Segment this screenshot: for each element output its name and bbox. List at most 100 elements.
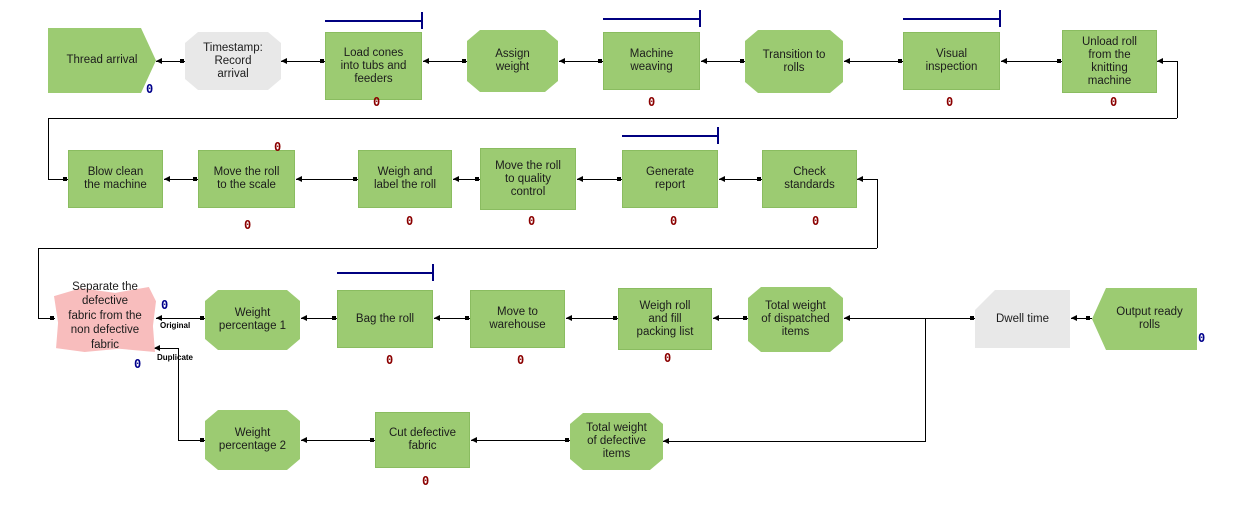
- connector-endpoint: [200, 438, 204, 442]
- connector-line: [719, 179, 762, 180]
- shape-move-roll-scale[interactable]: Move the roll to the scale: [198, 150, 295, 208]
- counter-thread-arrival: 0: [146, 82, 154, 96]
- connector-line: [844, 61, 903, 62]
- counter-generate-report: 0: [670, 214, 678, 228]
- shape-weigh-roll-packing[interactable]: Weigh roll and fill packing list: [618, 288, 712, 350]
- counter-output-ready: 0: [1198, 331, 1206, 345]
- connector-line: [38, 248, 877, 249]
- shape-machine-weaving[interactable]: Machine weaving: [603, 32, 700, 90]
- connector-line: [1071, 318, 1092, 319]
- counter-move-warehouse: 0: [517, 353, 525, 367]
- connector-endpoint: [465, 316, 469, 320]
- counter-bag-roll: 0: [386, 353, 394, 367]
- shape-weight-percentage-1[interactable]: Weight percentage 1: [205, 290, 300, 350]
- connector-endpoint: [50, 316, 54, 320]
- node-label: Weight percentage 1: [218, 307, 287, 332]
- shape-total-defective[interactable]: Total weight of defective items: [570, 413, 663, 470]
- shape-timestamp-record-arrival[interactable]: Timestamp: Record arrival: [185, 32, 281, 90]
- connector-endpoint: [598, 59, 602, 63]
- node-label: Dwell time: [995, 312, 1050, 325]
- node-label: Weight percentage 2: [218, 427, 287, 452]
- node-label: Move to warehouse: [489, 306, 546, 331]
- connector-line: [1157, 61, 1177, 62]
- connector-endpoint: [370, 438, 374, 442]
- connector-line: [877, 179, 878, 248]
- shape-unload-roll[interactable]: Unload roll from the knitting machine: [1062, 30, 1157, 93]
- shape-generate-report[interactable]: Generate report: [622, 150, 718, 208]
- shape-transition-to-rolls[interactable]: Transition to rolls: [745, 30, 843, 93]
- timer-line: [325, 20, 423, 22]
- node-label: Unload roll from the knitting machine: [1082, 35, 1137, 87]
- connector-endpoint: [1086, 316, 1090, 320]
- connector-endpoint: [898, 59, 902, 63]
- connector-line: [301, 318, 337, 319]
- connector-endpoint: [475, 177, 479, 181]
- connector-arrowhead: [156, 58, 162, 64]
- connector-arrowhead: [423, 58, 429, 64]
- shape-output-ready[interactable]: Output ready rolls: [1092, 288, 1197, 350]
- connector-line: [178, 348, 179, 440]
- counter-weigh-roll-packing: 0: [664, 351, 672, 365]
- shape-load-cones[interactable]: Load cones into tubs and feeders: [325, 32, 422, 100]
- timer-line: [903, 18, 1001, 20]
- connector-arrowhead: [1157, 58, 1163, 64]
- node-label: Weigh and label the roll: [373, 166, 436, 191]
- connector-line: [38, 248, 39, 318]
- node-label: Load cones into tubs and feeders: [340, 46, 407, 85]
- timer-line: [603, 18, 701, 20]
- shape-total-dispatched[interactable]: Total weight of dispatched items: [748, 287, 843, 352]
- shape-cut-defective[interactable]: Cut defective fabric: [375, 412, 470, 468]
- connector-arrowhead: [453, 176, 459, 182]
- counter-unload-roll: 0: [1110, 95, 1118, 109]
- node-label: Thread arrival: [66, 54, 138, 66]
- connector-endpoint: [63, 177, 67, 181]
- shape-check-standards[interactable]: Check standards: [762, 150, 857, 208]
- connector-arrowhead: [713, 315, 719, 321]
- node-label: Transition to rolls: [762, 48, 826, 74]
- node-label: Assign weight: [495, 48, 530, 73]
- timer-tick: [699, 10, 701, 27]
- shape-assign-weight[interactable]: Assign weight: [467, 30, 558, 92]
- shape-visual-inspection[interactable]: Visual inspection: [903, 32, 1000, 90]
- connector-arrowhead: [1071, 315, 1077, 321]
- shape-move-warehouse[interactable]: Move to warehouse: [470, 290, 565, 348]
- connector-line: [857, 179, 877, 180]
- connector-arrowhead: [301, 315, 307, 321]
- connector-endpoint: [740, 59, 744, 63]
- counter-move-roll-scale-top: 0: [274, 140, 282, 154]
- shape-thread-arrival[interactable]: Thread arrival: [48, 28, 156, 93]
- node-label: Weigh roll and fill packing list: [636, 299, 694, 338]
- timer-tick: [421, 12, 423, 29]
- connector-line: [48, 118, 1177, 119]
- connector-line: [434, 318, 470, 319]
- node-label: Separate the defective fabric from the n…: [68, 280, 142, 351]
- connector-endpoint: [180, 59, 184, 63]
- connector-arrowhead: [301, 437, 307, 443]
- node-label: Cut defective fabric: [388, 427, 457, 452]
- connector-endpoint: [353, 177, 357, 181]
- connector-line: [713, 318, 748, 319]
- connector-arrowhead: [1001, 58, 1007, 64]
- shape-weight-percentage-2[interactable]: Weight percentage 2: [205, 410, 300, 470]
- connector-endpoint: [617, 177, 621, 181]
- connector-line: [559, 61, 603, 62]
- shape-bag-roll[interactable]: Bag the roll: [337, 290, 433, 348]
- node-label: Generate report: [646, 166, 694, 191]
- timer-line: [337, 272, 434, 274]
- connector-endpoint: [320, 59, 324, 63]
- shape-weigh-label-roll[interactable]: Weigh and label the roll: [358, 150, 452, 208]
- connector-endpoint: [565, 438, 569, 442]
- connector-line: [38, 318, 55, 319]
- connector-endpoint: [970, 316, 974, 320]
- node-label: Move the roll to quality control: [495, 159, 561, 198]
- node-label: Output ready rolls: [1116, 306, 1183, 331]
- shape-move-roll-qc[interactable]: Move the roll to quality control: [480, 148, 576, 210]
- shape-dwell-time[interactable]: Dwell time: [975, 290, 1070, 348]
- shape-blow-clean[interactable]: Blow clean the machine: [68, 150, 163, 208]
- connector-arrowhead: [577, 176, 583, 182]
- connector-arrowhead: [281, 58, 287, 64]
- connector-line: [1001, 61, 1062, 62]
- connector-line: [471, 440, 570, 441]
- shape-separate-defective[interactable]: Separate the defective fabric from the n…: [50, 268, 160, 364]
